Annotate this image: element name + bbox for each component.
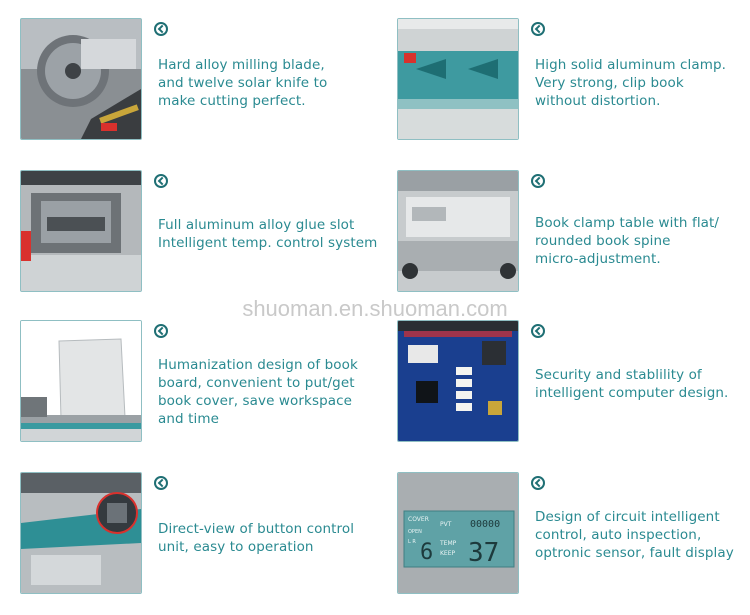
feature-clamp-table: Book clamp table with flat/ rounded book… (397, 170, 750, 310)
feature-description: Book clamp table with flat/ rounded book… (535, 215, 720, 267)
feature-description: Humanization design of book board, conve… (158, 357, 358, 427)
lcd-counter: 00000 (470, 519, 500, 530)
lcd-keep-label: KEEP (440, 550, 456, 557)
lcd-temp-label: TEMP (439, 540, 457, 547)
lcd-digit-right: 37 (468, 538, 499, 568)
lcd-display-photo: COVER PVT 00000 OPEN L R 6 TEMP KEEP 37 (397, 472, 519, 594)
lcd-open-label: OPEN (408, 529, 422, 535)
feature-aluminum-clamp: High solid aluminum clamp. Very strong, … (397, 18, 750, 158)
circuit-board-photo (397, 320, 519, 442)
chevron-left-icon (154, 324, 168, 338)
chevron-left-icon (531, 324, 545, 338)
feature-circuit-display: COVER PVT 00000 OPEN L R 6 TEMP KEEP 37 … (397, 472, 750, 612)
button-control-photo (20, 472, 142, 594)
clamp-table-photo (397, 170, 519, 292)
feature-computer-design: Security and stablility of intelligent c… (397, 320, 750, 460)
feature-button-control: Direct-view of button control unit, easy… (20, 472, 390, 612)
feature-description: High solid aluminum clamp. Very strong, … (535, 57, 727, 109)
lcd-digit-left: 6 (420, 540, 433, 565)
lcd-pvt-label: PVT (440, 521, 452, 528)
feature-description: Direct-view of button control unit, easy… (158, 521, 355, 555)
feature-description: Full aluminum alloy glue slot Intelligen… (158, 217, 378, 251)
feature-glue-slot: Full aluminum alloy glue slot Intelligen… (20, 170, 390, 310)
feature-description: Design of circuit intelligent control, a… (535, 509, 734, 561)
chevron-left-icon (531, 22, 545, 36)
aluminum-clamp-photo (397, 18, 519, 140)
feature-book-board: Humanization design of book board, conve… (20, 320, 390, 460)
chevron-left-icon (154, 476, 168, 490)
glue-slot-photo (20, 170, 142, 292)
lcd-cover-label: COVER (408, 516, 429, 523)
chevron-left-icon (531, 476, 545, 490)
feature-description: Security and stablility of intelligent c… (535, 367, 729, 401)
feature-description: Hard alloy milling blade, and twelve sol… (158, 57, 328, 109)
chevron-left-icon (531, 174, 545, 188)
chevron-left-icon (154, 22, 168, 36)
lcd-lr-label: L R (408, 539, 416, 545)
feature-milling-blade: Hard alloy milling blade, and twelve sol… (20, 18, 390, 158)
milling-blade-photo (20, 18, 142, 140)
chevron-left-icon (154, 174, 168, 188)
book-board-photo (20, 320, 142, 442)
